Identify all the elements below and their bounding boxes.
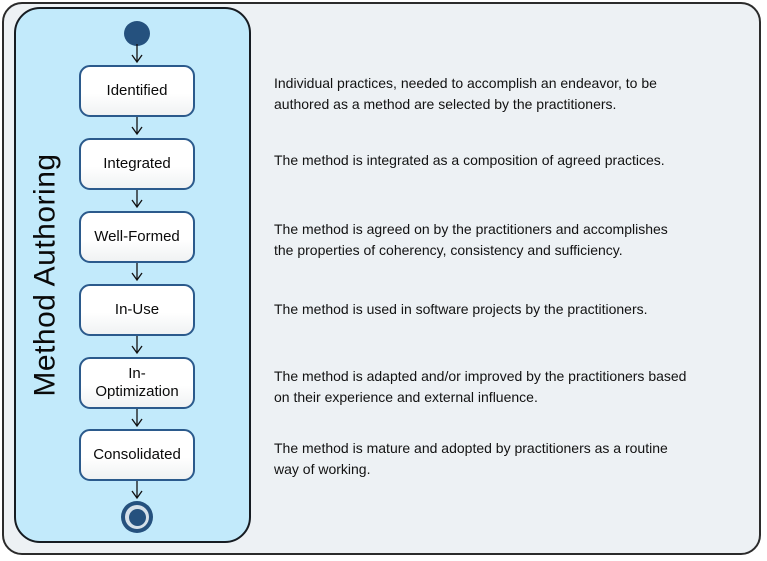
description-identified: Individual practices, needed to accompli… — [274, 75, 657, 112]
state-in-optimization: In- Optimization — [79, 357, 195, 409]
state-identified: Identified — [79, 65, 195, 117]
arrow-down-icon — [131, 335, 143, 355]
state-consolidated: Consolidated — [79, 429, 195, 481]
arrow-down-icon — [131, 189, 143, 209]
description-consolidated: The method is mature and adopted by prac… — [274, 440, 668, 477]
arrow-down-icon — [131, 480, 143, 500]
arrow-down-icon — [131, 262, 143, 282]
final-state-ring — [125, 505, 149, 529]
description-integrated: The method is integrated as a compositio… — [274, 152, 665, 168]
description-in-optimization: The method is adapted and/or improved by… — [274, 368, 687, 405]
arrow-down-icon — [131, 44, 143, 64]
state-integrated: Integrated — [79, 138, 195, 190]
final-state-node — [121, 501, 153, 533]
description-well-formed: The method is agreed on by the practitio… — [274, 221, 668, 258]
state-in-use: In-Use — [79, 284, 195, 336]
arrow-down-icon — [131, 116, 143, 136]
description-in-use: The method is used in software projects … — [274, 301, 648, 317]
initial-state-node — [124, 21, 150, 46]
arrow-down-icon — [131, 408, 143, 428]
final-state-core — [128, 508, 146, 526]
state-well-formed: Well-Formed — [79, 211, 195, 263]
